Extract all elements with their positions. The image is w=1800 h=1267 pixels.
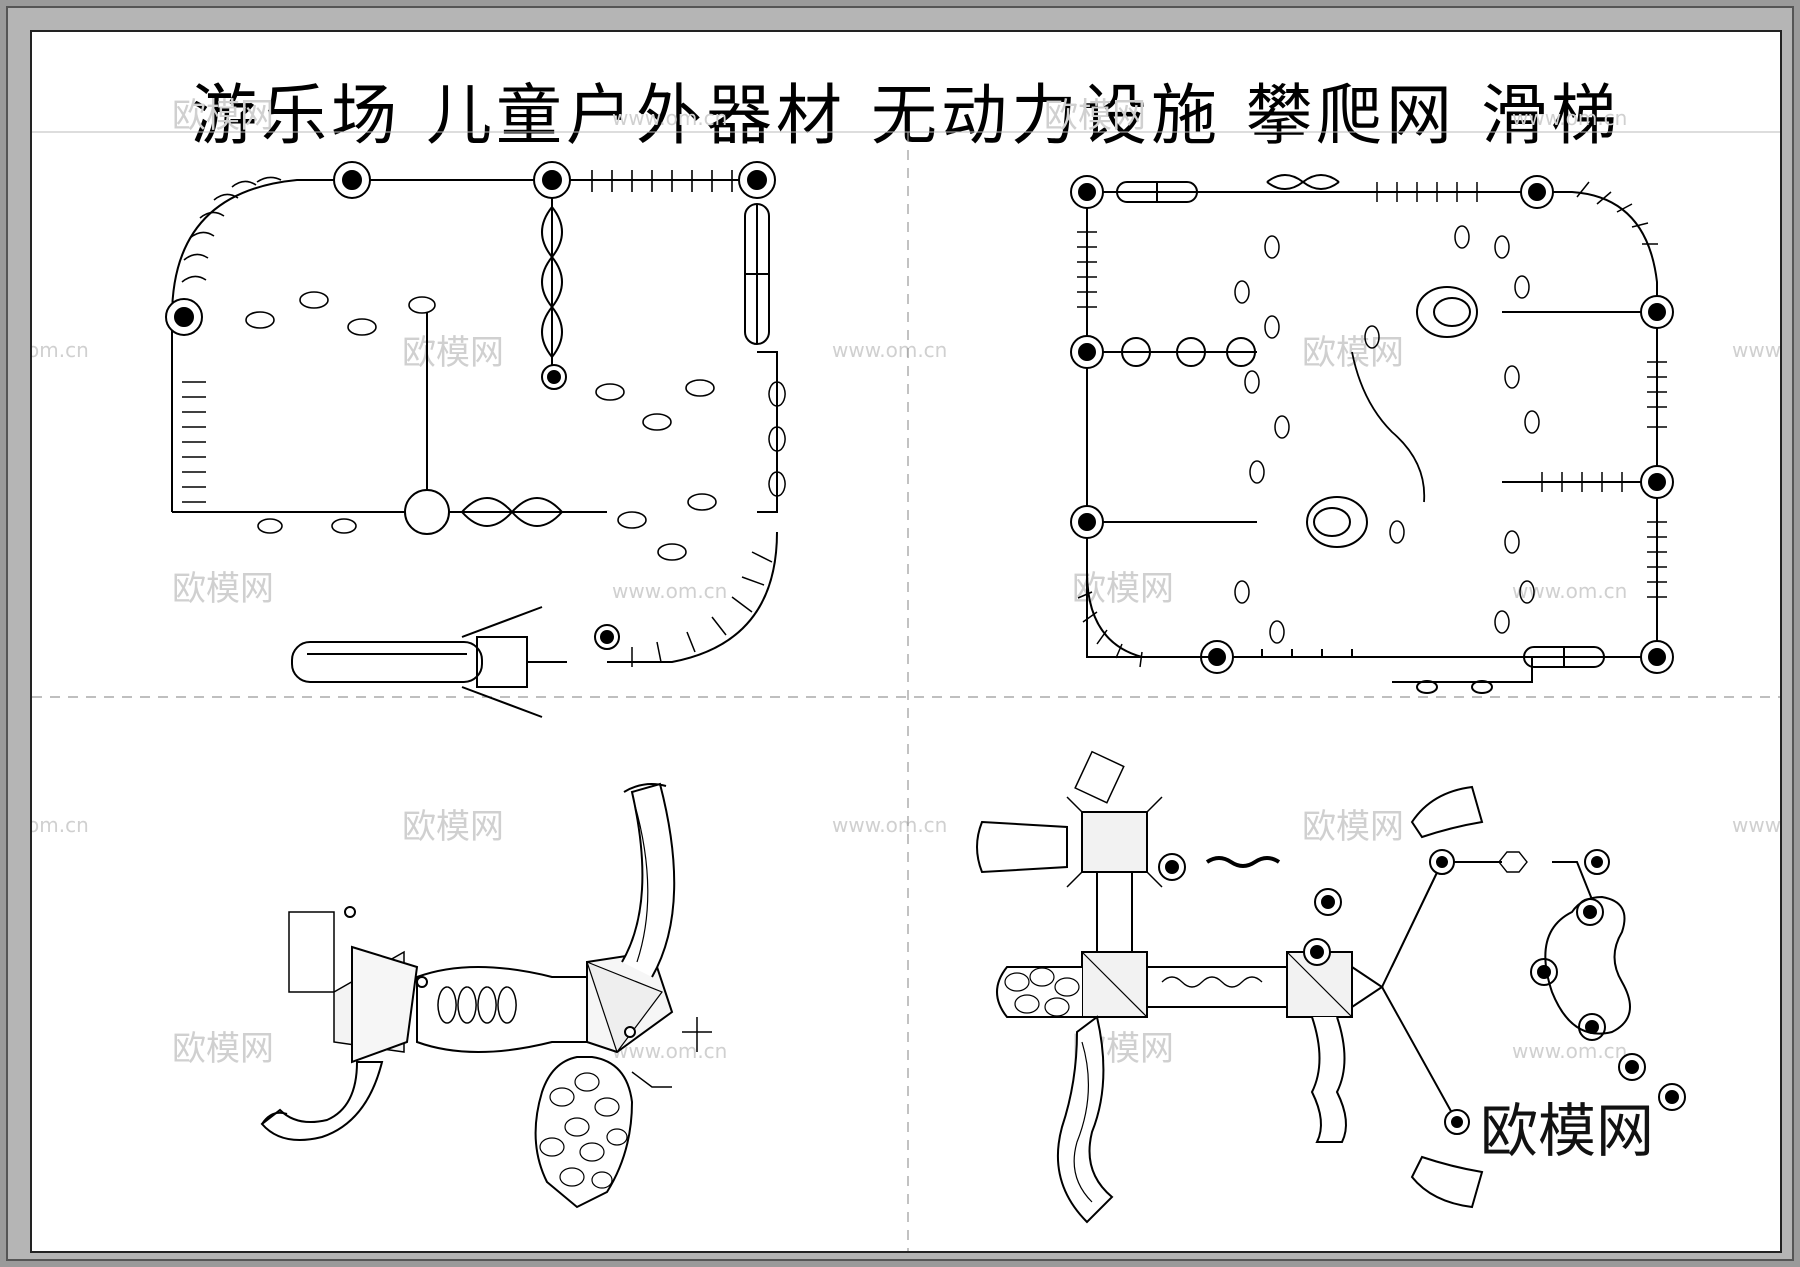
watermark-url: www.om.cn xyxy=(1512,106,1627,130)
watermark-url: www.om.cn xyxy=(1512,579,1627,603)
watermark-url: www.om.cn xyxy=(1732,813,1782,837)
watermark-logo: 欧模网 xyxy=(172,1029,274,1069)
panel-bottom-left-plan xyxy=(260,782,712,1209)
panel-bottom-right-plan xyxy=(976,750,1686,1224)
watermark-url: www.om.cn xyxy=(612,106,727,130)
watermark-logo: 欧模网 xyxy=(1044,96,1146,136)
watermark-url: om.cn xyxy=(32,338,89,362)
watermark-layer: 欧模网 www.om.cn 欧模网 www.om.cn om.cn 欧模网 ww… xyxy=(32,96,1782,1069)
brand-watermark: 欧模网 xyxy=(1480,1097,1655,1165)
watermark-logo: 欧模网 xyxy=(172,96,274,136)
watermark-logo: 欧模网 xyxy=(1302,807,1404,847)
panel-top-right-plan xyxy=(1070,174,1674,694)
panel-top-left-plan xyxy=(165,161,786,718)
watermark-logo: 欧模网 xyxy=(1072,569,1174,609)
watermark-url: www.om.cn xyxy=(832,338,947,362)
watermark-url: om.cn xyxy=(32,813,89,837)
watermark-url: www.om.cn xyxy=(1512,1039,1627,1063)
watermark-url: www.om.cn xyxy=(612,1039,727,1063)
watermark-logo: 欧模网 xyxy=(402,333,504,373)
page-title: 游乐场 儿童户外器材 无动力设施 攀爬网 滑梯 xyxy=(191,77,1621,154)
watermark-url: www.om.cn xyxy=(1732,338,1782,362)
watermark-url: www.om.cn xyxy=(612,579,727,603)
watermark-logo: 欧模网 xyxy=(172,569,274,609)
watermark-url: www.om.cn xyxy=(832,813,947,837)
drawing-sheet: 游乐场 儿童户外器材 无动力设施 攀爬网 滑梯 欧模网 www.om.cn 欧模… xyxy=(30,30,1782,1253)
cad-drawing: 欧模网 www.om.cn 欧模网 www.om.cn om.cn 欧模网 ww… xyxy=(32,96,1782,1251)
post-markers xyxy=(165,161,776,650)
watermark-logo: 欧模网 xyxy=(402,807,504,847)
outer-frame: 游乐场 儿童户外器材 无动力设施 攀爬网 滑梯 欧模网 www.om.cn 欧模… xyxy=(6,6,1794,1261)
